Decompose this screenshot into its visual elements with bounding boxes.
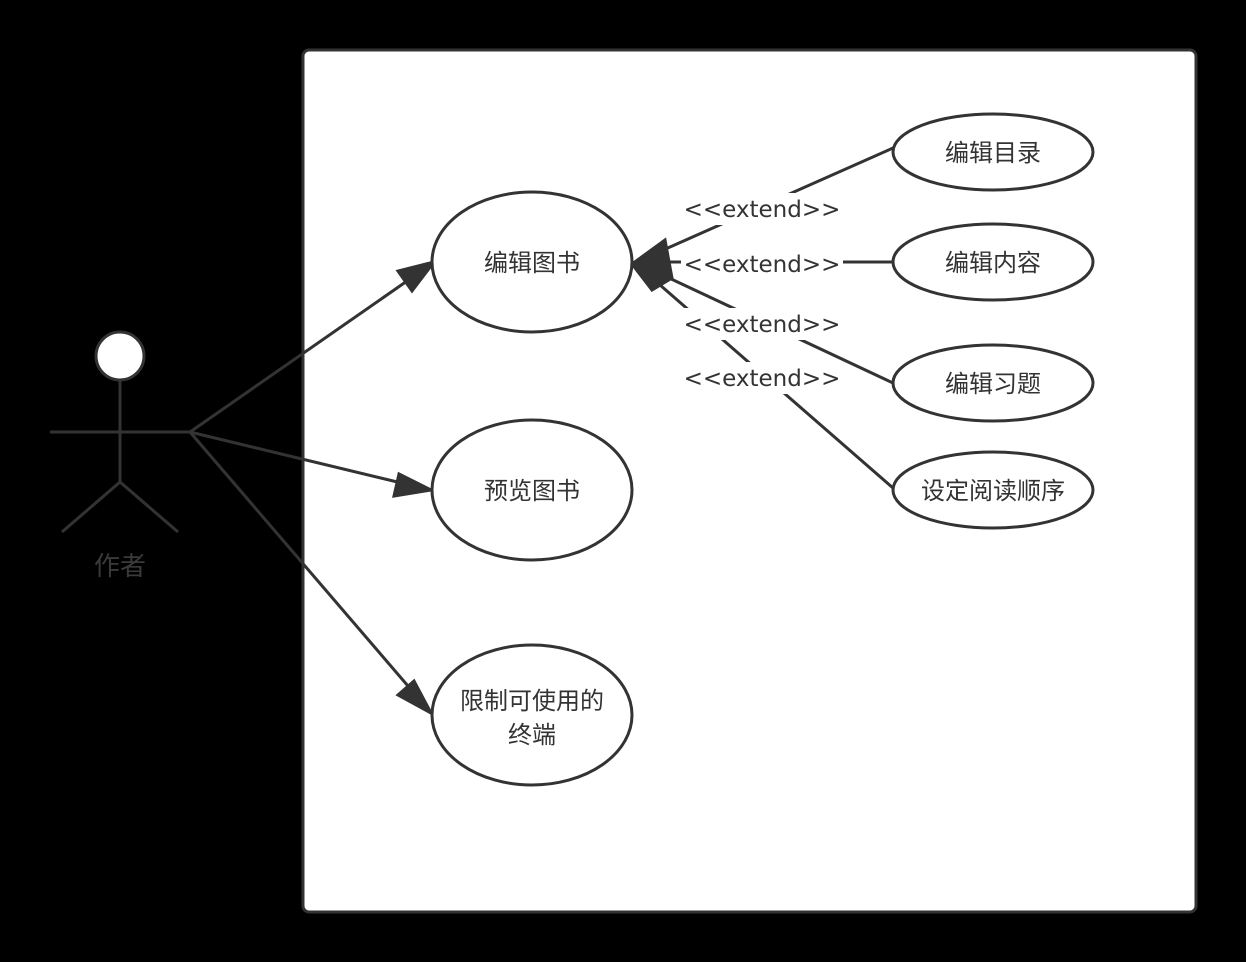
use-case-edit-book[interactable]: 编辑图书	[430, 190, 634, 334]
use-case-edit-content-label: 编辑内容	[945, 249, 1041, 277]
extend-label-2: <<extend>>	[684, 252, 841, 278]
actor-head	[94, 330, 146, 382]
use-case-edit-content-ellipse	[891, 222, 1095, 302]
use-case-preview-book-label: 预览图书	[484, 477, 580, 505]
actor-left-leg	[61, 480, 121, 534]
association-edit-book	[189, 270, 421, 434]
extend-label-bg-4	[681, 362, 843, 394]
use-case-restrict-terminal[interactable]: 限制可使用的 终端	[430, 643, 634, 787]
use-case-edit-exercise-label: 编辑习题	[945, 370, 1041, 398]
actor-label: 作者	[94, 552, 146, 582]
use-case-preview-book-ellipse	[430, 418, 634, 562]
extend-label-bg-2	[681, 248, 843, 280]
arrowhead-restrict-terminal	[395, 678, 435, 717]
use-case-edit-book-ellipse	[430, 190, 634, 334]
extend-label-4: <<extend>>	[684, 366, 841, 392]
extend-arrowhead	[629, 237, 674, 292]
use-case-edit-content[interactable]: 编辑内容	[891, 222, 1095, 302]
use-case-restrict-terminal-label-1: 限制可使用的	[460, 687, 604, 715]
use-case-preview-book[interactable]: 预览图书	[430, 418, 634, 562]
extend-label-3: <<extend>>	[684, 312, 841, 338]
extend-label-bg-1	[681, 193, 843, 225]
use-case-edit-toc[interactable]: 编辑目录	[891, 112, 1095, 192]
use-case-edit-exercise-ellipse	[891, 343, 1095, 423]
use-case-edit-toc-label: 编辑目录	[945, 139, 1041, 167]
arrowhead-preview-book	[392, 471, 436, 498]
use-case-edit-exercise[interactable]: 编辑习题	[891, 343, 1095, 423]
use-case-restrict-terminal-label-2: 终端	[508, 721, 556, 749]
association-restrict-terminal	[188, 431, 422, 701]
use-case-restrict-terminal-ellipse	[430, 643, 634, 787]
extend-label-bg-3	[681, 308, 843, 340]
association-preview-book	[189, 430, 415, 488]
actor-right-leg	[119, 480, 179, 534]
use-case-set-reading-order-ellipse	[891, 450, 1095, 530]
extend-label-1: <<extend>>	[684, 197, 841, 223]
use-case-set-reading-order-label: 设定阅读顺序	[921, 477, 1065, 505]
actor-figure[interactable]	[50, 330, 190, 534]
use-case-edit-toc-ellipse	[891, 112, 1095, 192]
arrowhead-edit-book	[395, 259, 438, 294]
use-case-edit-book-label: 编辑图书	[484, 249, 580, 277]
use-case-set-reading-order[interactable]: 设定阅读顺序	[891, 450, 1095, 530]
